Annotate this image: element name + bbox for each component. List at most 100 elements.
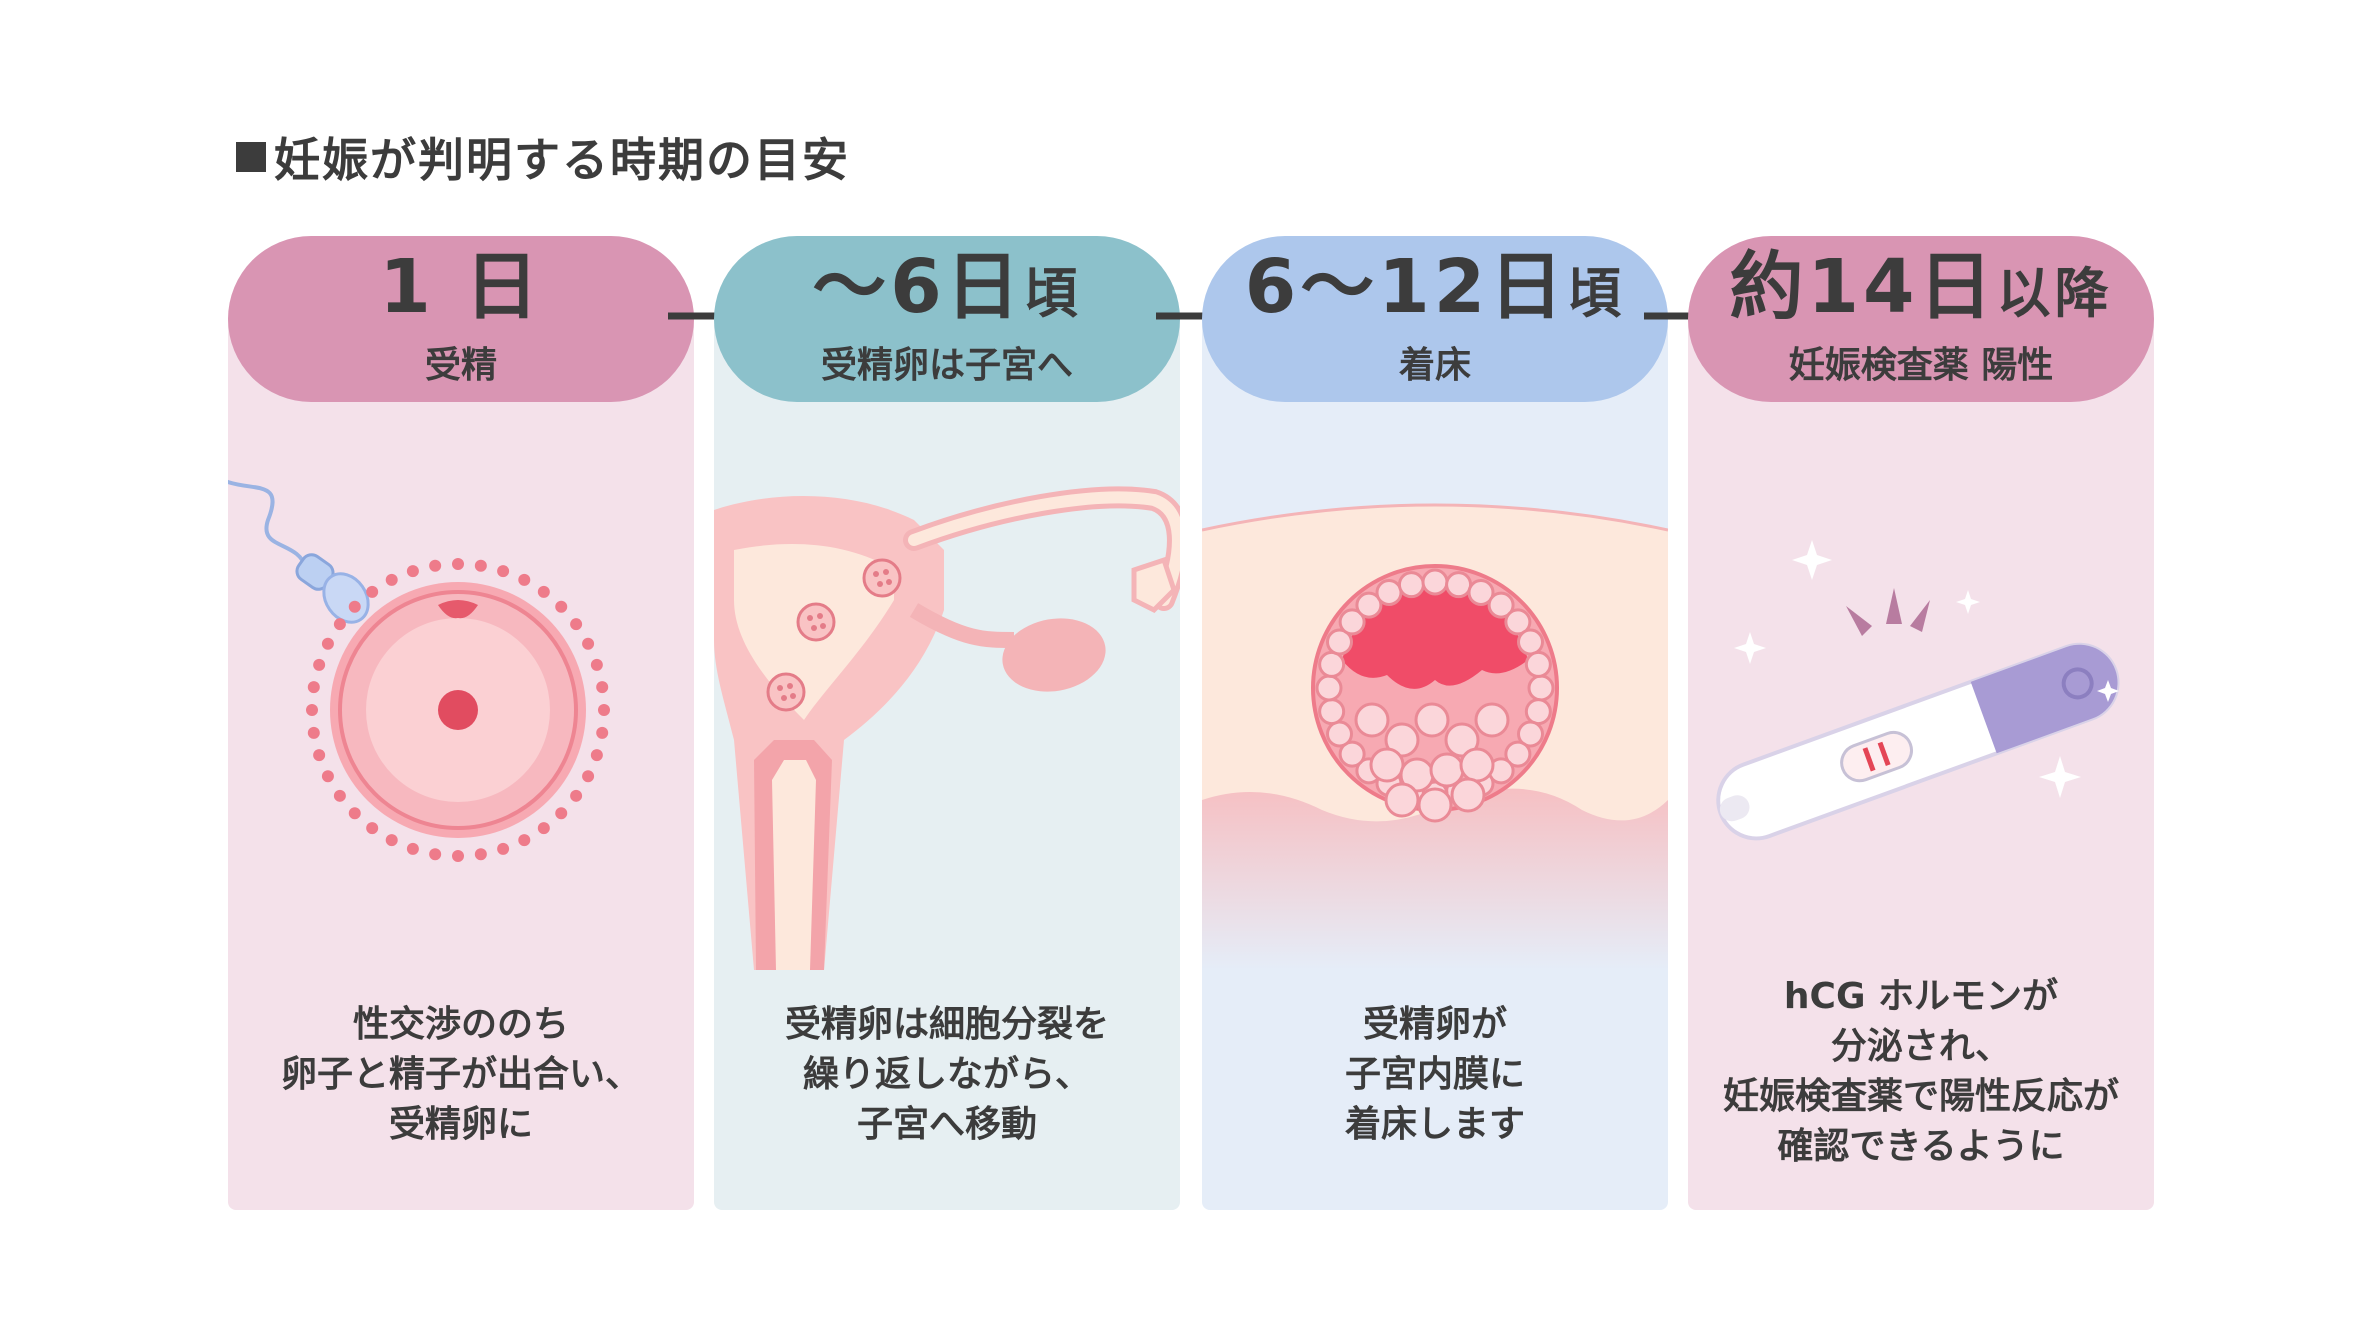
cell [1467, 578, 1495, 606]
corona-dot [555, 600, 568, 613]
cell [1414, 702, 1450, 738]
stage-2-period: ～6日頃 [812, 244, 1082, 330]
implantation-icon [1202, 503, 1668, 970]
corona-dot [348, 600, 361, 613]
corona-dot [307, 726, 320, 739]
corona-dot [590, 749, 603, 762]
corona-dot [333, 618, 346, 631]
desc-line: 性交渉ののち [352, 1004, 569, 1045]
desc-line: 受精卵が [1362, 1004, 1507, 1045]
corona-dot [321, 770, 334, 783]
stage-1-description: 性交渉ののち 卵子と精子が出合い、 受精卵に [228, 1000, 694, 1150]
stage-3-description: 受精卵が 子宮内膜に 着床します [1202, 1000, 1668, 1150]
cell [1375, 578, 1403, 606]
cell [1474, 702, 1510, 738]
corona-dot [582, 637, 595, 650]
pregnancy-test-icon [1716, 540, 2120, 841]
cell [1517, 720, 1545, 748]
corona-dot [537, 585, 550, 598]
corona-dot [596, 726, 609, 739]
corona-dot [452, 850, 464, 862]
corona-dot [518, 573, 531, 586]
corona-dot [570, 789, 583, 802]
cell [1325, 628, 1353, 656]
cell [1315, 674, 1343, 702]
cell [1487, 591, 1515, 619]
desc-line: 子宮へ移動 [856, 1104, 1037, 1145]
corona-dot [313, 658, 326, 671]
corona-dot [596, 681, 609, 694]
cell [1338, 740, 1366, 768]
corona-dot [518, 834, 531, 847]
cell [1318, 650, 1346, 678]
stage-1-period: 1 日 [379, 244, 543, 330]
cell [1445, 571, 1473, 599]
stage-4-label: 妊娠検査薬 陽性 [1788, 345, 2054, 386]
desc-line: 妊娠検査薬で陽性反応が [1722, 1076, 2119, 1117]
corona-dot [406, 565, 419, 578]
corona-dot [366, 822, 379, 835]
stage-1-header: 1 日 受精 [228, 236, 694, 402]
corona-dot [321, 637, 334, 650]
corona-dot [474, 559, 487, 572]
title-bullet [236, 142, 266, 172]
cell [1504, 740, 1532, 768]
cell [1417, 787, 1453, 823]
stage-2-description: 受精卵は細胞分裂を 繰り返しながら、 子宮へ移動 [714, 1000, 1180, 1150]
corona-dot [406, 842, 419, 855]
corona-dot [537, 822, 550, 835]
desc-line: 子宮内膜に [1344, 1054, 1525, 1095]
cell [1517, 628, 1545, 656]
corona-dot [306, 704, 318, 716]
corona-dot [590, 658, 603, 671]
title-text: 妊娠が判明する時期の目安 [274, 133, 850, 187]
stage-4-header: 約14日以降 妊娠検査薬 陽性 [1688, 236, 2154, 402]
desc-line: 繰り返しながら、 [802, 1054, 1091, 1095]
corona-dot [598, 704, 610, 716]
corona-dot [366, 585, 379, 598]
stage-4-period: 約14日以降 [1729, 244, 2113, 330]
stage-4-description: hCG ホルモンが 分泌され、 妊娠検査薬で陽性反応が 確認できるように [1688, 972, 2154, 1172]
desc-line: 卵子と精子が出合い、 [280, 1054, 641, 1095]
corona-dot [497, 565, 510, 578]
stage-3-header: 6～12日頃 着床 [1202, 236, 1668, 402]
corona-dot [385, 834, 398, 847]
cell [1325, 720, 1353, 748]
desc-line: 受精卵に [388, 1104, 533, 1145]
stage-2-label: 受精卵は子宮へ [820, 345, 1073, 386]
cell [1355, 591, 1383, 619]
corona-dot [307, 681, 320, 694]
corona-dot [570, 618, 583, 631]
corona-dot [429, 848, 442, 861]
cell [1524, 650, 1552, 678]
corona-dot [497, 842, 510, 855]
desc-line: hCG ホルモンが [1783, 976, 2059, 1017]
uterus-icon [714, 486, 1180, 970]
desc-line: 確認できるように [1777, 1126, 2065, 1167]
cell [1459, 747, 1495, 783]
cell [1504, 608, 1532, 636]
egg-and-sperm-icon [228, 479, 610, 862]
stage-3-period: 6～12日頃 [1244, 244, 1626, 330]
desc-line: 分泌され、 [1830, 1026, 2012, 1067]
stage-1-label: 受精 [424, 345, 497, 386]
cell [1421, 568, 1449, 596]
desc-line: 着床します [1344, 1104, 1525, 1145]
corona-dot [429, 559, 442, 572]
corona-dot [348, 807, 361, 820]
cell [1450, 777, 1486, 813]
cell [1369, 747, 1405, 783]
corona-dot [333, 789, 346, 802]
corona-dot [385, 573, 398, 586]
corona-dot [452, 558, 464, 570]
cell [1527, 674, 1555, 702]
cell [1338, 608, 1366, 636]
cell [1354, 702, 1390, 738]
desc-line: 受精卵は細胞分裂を [784, 1004, 1109, 1045]
corona-dot [474, 848, 487, 861]
corona-dot [313, 749, 326, 762]
corona-dot [582, 770, 595, 783]
stage-3-label: 着床 [1398, 345, 1471, 386]
corona-dot [555, 807, 568, 820]
cell [1524, 698, 1552, 726]
